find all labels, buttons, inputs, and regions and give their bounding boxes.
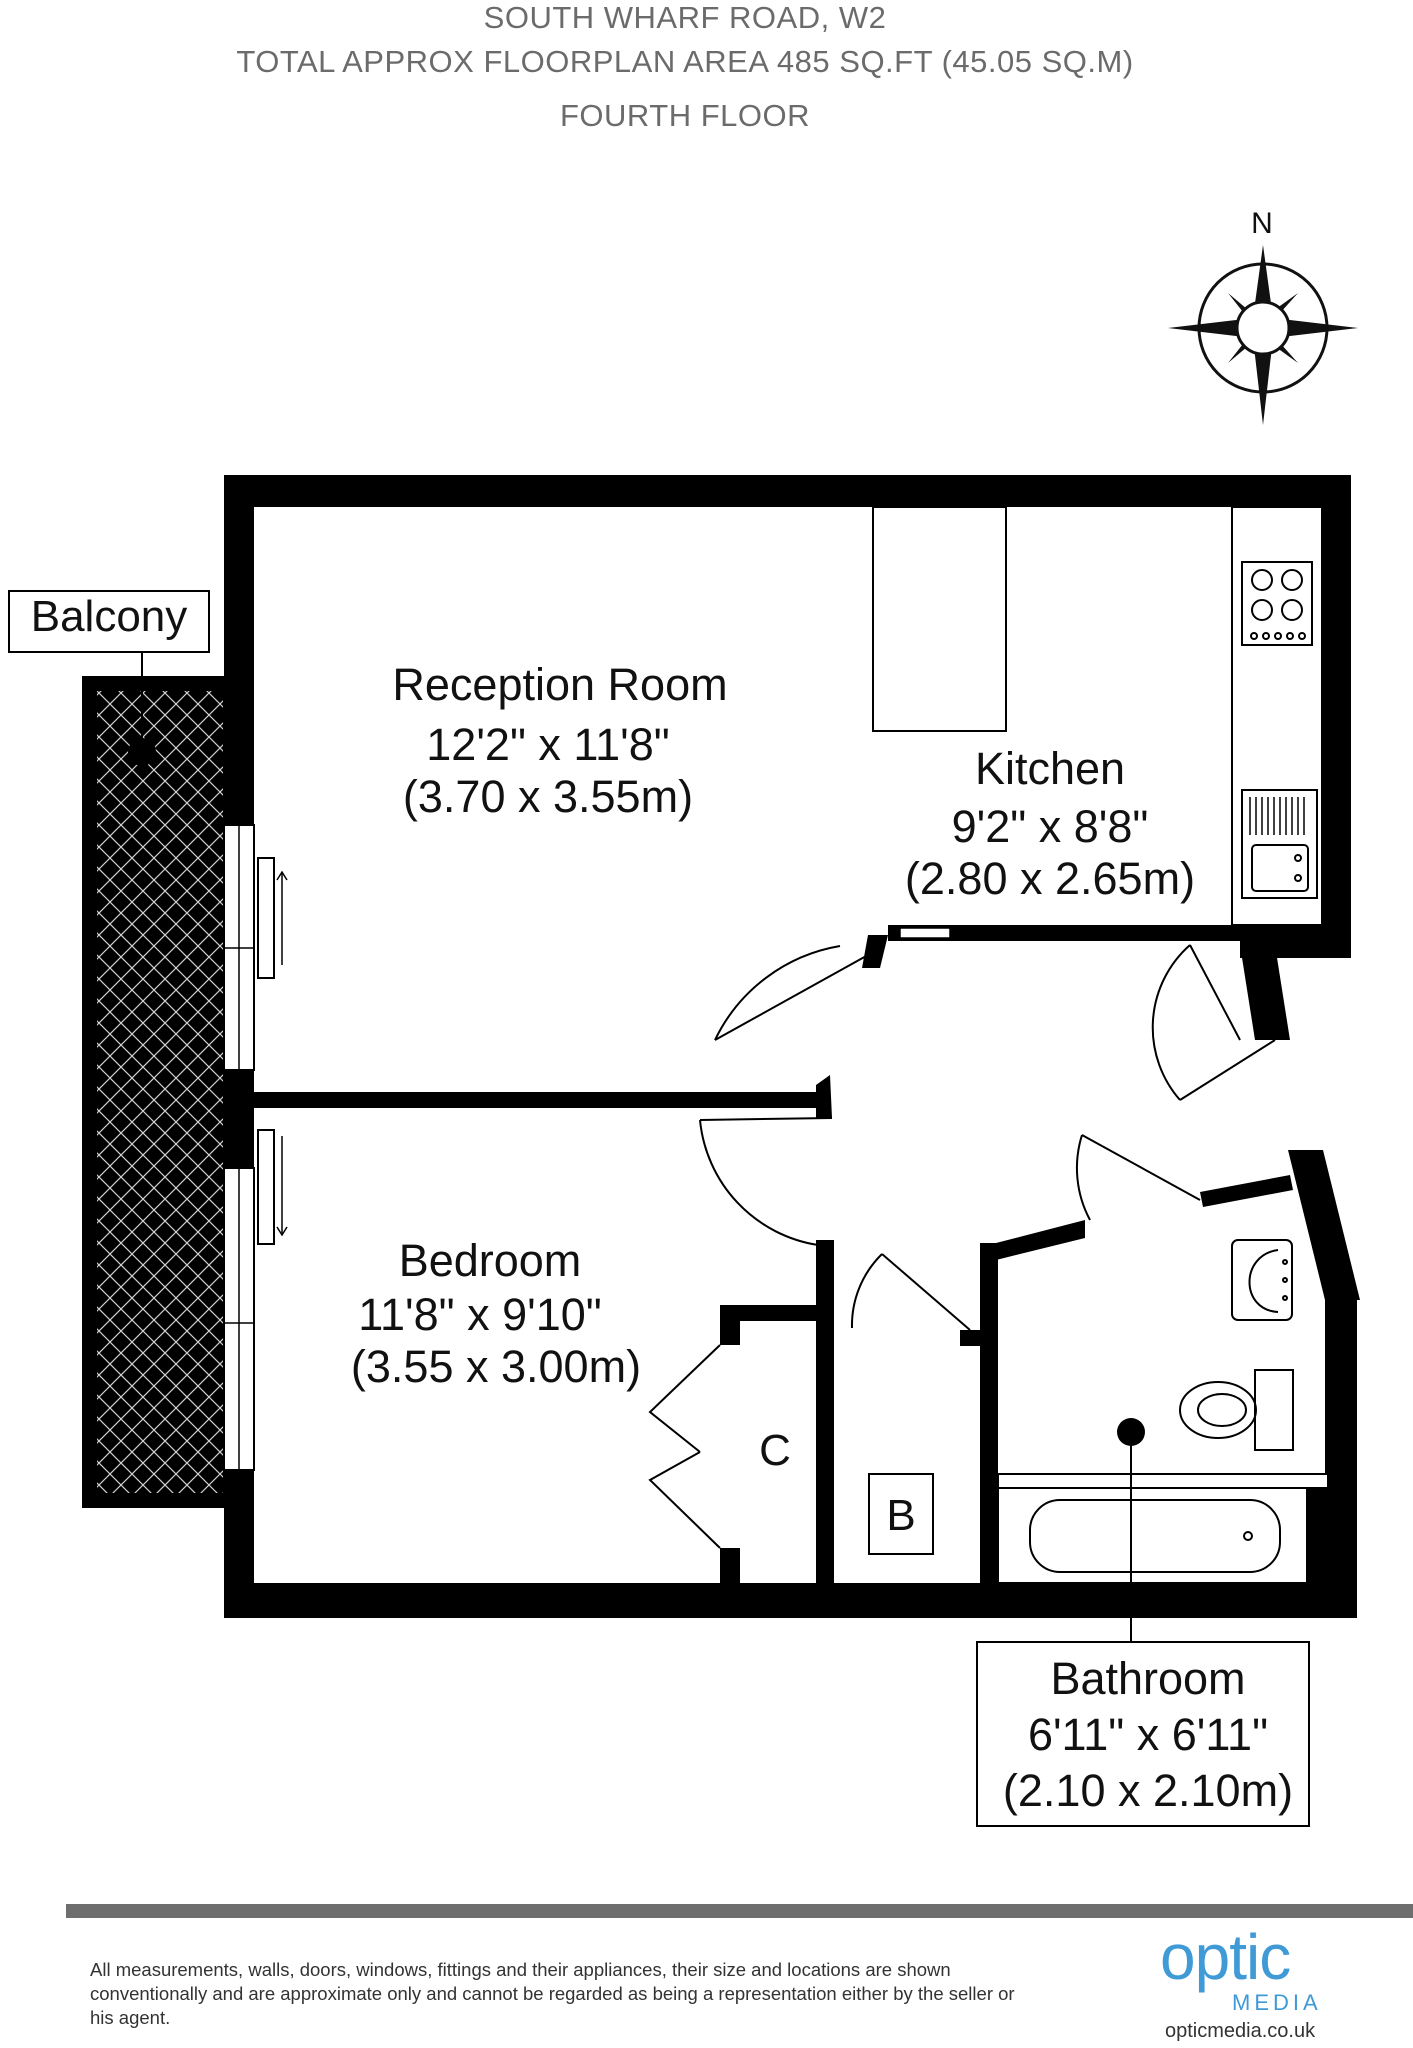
floor-title: FOURTH FLOOR: [560, 98, 810, 133]
reception-label-group: Reception Room 12'2" x 11'8" (3.70 x 3.5…: [392, 659, 727, 822]
area-title: TOTAL APPROX FLOORPLAN AREA 485 SQ.FT (4…: [236, 44, 1134, 79]
reception-window: [223, 824, 288, 1071]
kitchen-name: Kitchen: [975, 743, 1125, 794]
bathroom-label-group: Bathroom 6'11" x 6'11" (2.10 x 2.10m): [976, 1641, 1310, 1827]
bathroom-fittings: [997, 1239, 1308, 1642]
reception-imperial: 12'2" x 11'8": [426, 719, 669, 770]
optic-logo-url: opticmedia.co.uk: [1165, 2020, 1316, 2042]
kitchen-metric: (2.80 x 2.65m): [905, 853, 1195, 904]
compass-north-label: N: [1251, 207, 1273, 240]
balcony: Balcony: [8, 590, 225, 1508]
reception-metric: (3.70 x 3.55m): [403, 771, 693, 822]
bathroom-imperial: 6'11" x 6'11": [1028, 1709, 1268, 1760]
outer-walls: [224, 475, 1360, 1618]
reception-name: Reception Room: [392, 659, 727, 710]
balcony-label: Balcony: [31, 592, 188, 641]
cupboard-label: C: [759, 1426, 791, 1475]
footer-divider: [66, 1904, 1413, 1918]
bedroom-metric: (3.55 x 3.00m): [351, 1341, 641, 1392]
bedroom-name: Bedroom: [399, 1235, 582, 1286]
bedroom-imperial: 11'8" x 9'10": [358, 1289, 601, 1340]
bathroom-metric: (2.10 x 2.10m): [1003, 1765, 1293, 1816]
boiler-label: B: [886, 1491, 915, 1540]
optic-logo-media: MEDIA: [1232, 1990, 1322, 2015]
boiler-box: [868, 1473, 934, 1555]
bathroom-name: Bathroom: [1050, 1653, 1245, 1704]
optic-logo: optic: [1160, 1921, 1291, 1993]
kitchen-imperial: 9'2" x 8'8": [952, 801, 1149, 852]
address-title: SOUTH WHARF ROAD, W2: [483, 0, 887, 35]
doors: [648, 944, 1276, 1549]
bedroom-window: [223, 1129, 288, 1471]
compass-icon: N: [1168, 207, 1358, 425]
interior-walls: [254, 925, 1329, 1583]
disclaimer-text: All measurements, walls, doors, windows,…: [90, 1959, 1015, 2028]
kitchen-units: [872, 506, 1323, 926]
bedroom-label-group: Bedroom 11'8" x 9'10" (3.55 x 3.00m): [351, 1235, 641, 1392]
kitchen-label-group: Kitchen 9'2" x 8'8" (2.80 x 2.65m): [905, 743, 1195, 904]
